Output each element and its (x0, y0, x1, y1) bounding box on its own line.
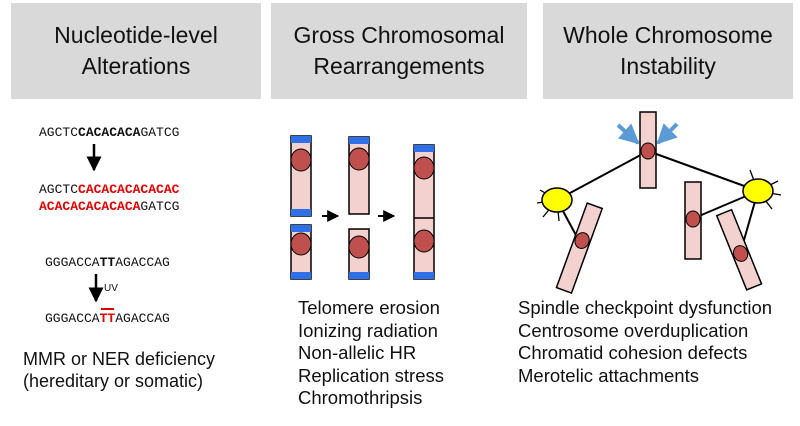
uv-label: UV (104, 283, 118, 294)
seq-thymines: TT (99, 255, 116, 270)
seq-prefix: AGCTC (39, 125, 79, 140)
chromosome-lagging-right (715, 208, 763, 291)
fused-chromosome (413, 144, 435, 280)
chromosome-lagging-left (555, 202, 604, 295)
seq-repeat: CACACACA (78, 125, 141, 140)
seq-suffix: AGACCAG (115, 255, 170, 270)
seq-prefix: AGCTC (39, 182, 79, 197)
list-item: Chromatid cohesion defects (518, 342, 748, 363)
list-item: Chromothripsis (298, 387, 423, 408)
seq-prefix: GGGACCA (45, 255, 100, 270)
list-item: Centrosome overduplication (518, 319, 749, 341)
sequence-expanded-line1: AGCTCCACACACACACAC (39, 181, 179, 198)
panel-title-line1: Whole Chromosome (563, 22, 773, 48)
sequence-original-repeat: AGCTCCACACACAGATCG (39, 124, 179, 141)
seq-suffix: GATCG (140, 125, 180, 140)
seq-prefix: GGGACCA (45, 311, 100, 326)
chromosome-middle (684, 181, 702, 260)
caption-line1: MMR or NER deficiency (23, 349, 216, 369)
sequence-thymine-dimer: GGGACCATTAGACCAG (45, 310, 170, 327)
seq-thymine-dimer: TT (99, 311, 116, 326)
seq-suffix: AGACCAG (115, 311, 170, 326)
chromosome-pair-eroded (348, 136, 370, 280)
centrosome-left (541, 187, 573, 213)
panel-title-line2: Rearrangements (313, 53, 485, 79)
list-item: Spindle checkpoint dysfunction (518, 297, 773, 318)
arrow-blue-icon (656, 122, 679, 145)
panel-title-line2: Instability (620, 53, 716, 79)
sequence-expanded-line2: ACACACACACACAGATCG (39, 198, 179, 215)
seq-expanded-repeat: CACACACACACAC (78, 182, 180, 197)
centrosome-right (742, 178, 774, 204)
list-item: Telomere erosion (298, 297, 440, 318)
sequence-thymine-original: GGGACCATTAGACCAG (45, 254, 170, 271)
chromosome-top (639, 111, 657, 189)
seq-suffix: GATCG (140, 199, 180, 214)
seq-expanded-repeat: ACACACACACACA (39, 199, 141, 214)
list-item: Non-allelic HR (298, 342, 417, 363)
list-item: Merotelic attachments (518, 364, 699, 386)
list-item: Ionizing radiation (298, 319, 438, 341)
panel-header-gross: Gross Chromosomal Rearrangements (271, 3, 527, 99)
panel-title-line2: Alterations (81, 53, 191, 79)
caption-line2: (hereditary or somatic) (23, 371, 204, 391)
panel-header-nucleotide: Nucleotide-level Alterations (11, 3, 261, 99)
panel-title-line1: Nucleotide-level (54, 22, 218, 48)
chromosome-pair-initial (290, 135, 312, 280)
gross-cause-list: Telomere erosion Ionizing radiation Non-… (298, 297, 444, 410)
arrow-blue-icon (616, 123, 640, 145)
list-item: Replication stress (298, 364, 445, 386)
panel-title-line1: Gross Chromosomal (293, 22, 505, 48)
panel-header-whole: Whole Chromosome Instability (543, 3, 793, 99)
caption-nucleotide: MMR or NER deficiency (hereditary or som… (23, 348, 215, 392)
whole-cause-list: Spindle checkpoint dysfunction Centrosom… (518, 297, 772, 387)
